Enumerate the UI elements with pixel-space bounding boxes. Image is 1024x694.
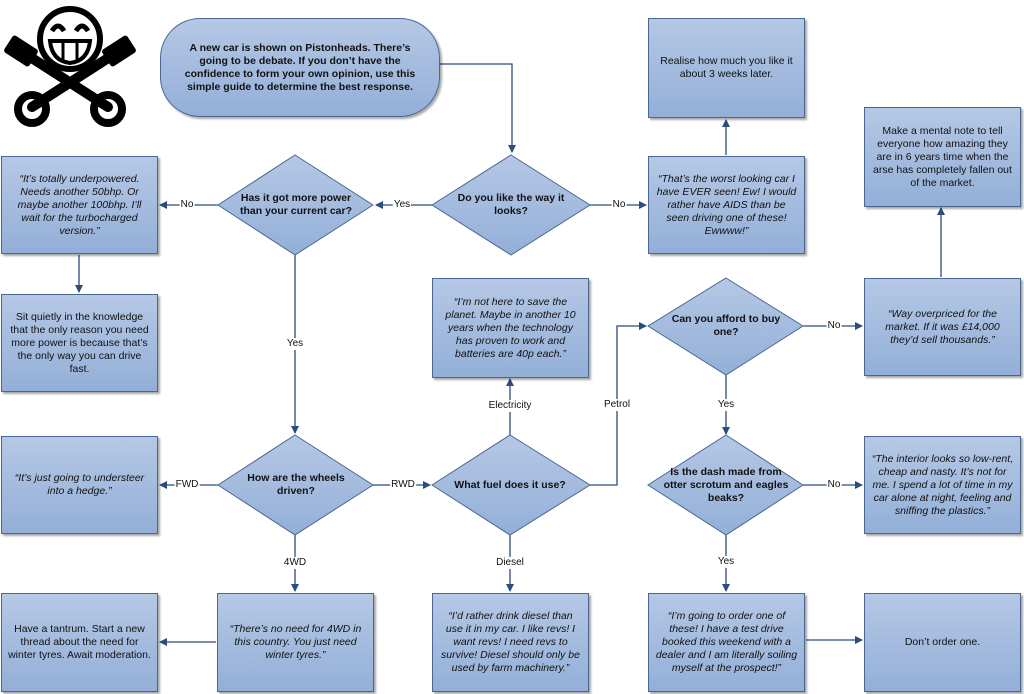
box-interior: “The interior looks so low-rent, cheap a… <box>864 436 1021 534</box>
box-underpowered-text: “It’s totally underpowered. Needs anothe… <box>17 172 142 237</box>
box-interior-text: “The interior looks so low-rent, cheap a… <box>871 452 1014 517</box>
label-looks-no: No <box>611 199 627 211</box>
arrow-start-to-looks <box>440 63 516 153</box>
box-underpowered: “It’s totally underpowered. Needs anothe… <box>1 156 158 254</box>
box-mental-note: Make a mental note to tell everyone how … <box>864 107 1021 207</box>
label-afford-no: No <box>826 320 842 332</box>
box-realise-text: Realise how much you like it about 3 wee… <box>660 55 793 80</box>
box-tantrum-text: Have a tantrum. Start a new thread about… <box>8 623 151 661</box>
box-understeer-text: “It’s just going to understeer into a he… <box>14 472 145 497</box>
box-no-4wd: “There’s no need for 4WD in this country… <box>217 593 374 692</box>
start-terminator: A new car is shown on Pistonheads. There… <box>160 18 440 117</box>
decision-dash-text: Is the dash made from otter scrotum and … <box>663 465 789 504</box>
box-dont-order: Don’t order one. <box>864 593 1021 692</box>
label-afford-yes: Yes <box>716 399 736 411</box>
label-power-yes: Yes <box>285 338 305 350</box>
diamond-like-looks <box>431 154 591 256</box>
decision-wheels-text: How are the wheels driven? <box>247 472 345 497</box>
diamond-afford <box>647 277 804 376</box>
label-dash-no: No <box>826 479 842 491</box>
diamond-wheels <box>217 434 374 536</box>
box-test-drive: “I’m going to order one of these! I have… <box>648 593 805 692</box>
decision-more-power-text: Has it got more power than your current … <box>239 192 353 217</box>
label-electricity: Electricity <box>487 400 533 412</box>
decision-like-looks-text: Do you like the way it looks? <box>457 192 565 217</box>
box-dont-order-text: Don’t order one. <box>904 636 981 648</box>
box-mental-note-text: Make a mental note to tell everyone how … <box>873 124 1012 189</box>
diamond-fuel <box>431 434 591 536</box>
diamond-more-power <box>217 154 374 256</box>
box-sit-quietly-text: Sit quietly in the knowledge that the on… <box>10 310 149 375</box>
grinning-smiley-crossed-pistons-icon <box>4 6 136 127</box>
label-diesel: Diesel <box>495 557 525 569</box>
label-rwd: RWD <box>390 479 416 491</box>
box-overpriced: “Way overpriced for the market. If it wa… <box>864 278 1021 376</box>
box-worst-looking-text: “That’s the worst looking car I have EVE… <box>656 172 797 237</box>
decision-afford-text: Can you afford to buy one? <box>671 313 781 338</box>
box-diesel: “I’d rather drink diesel than use it in … <box>432 593 589 692</box>
label-petrol: Petrol <box>602 399 632 411</box>
box-tantrum: Have a tantrum. Start a new thread about… <box>1 593 158 692</box>
box-overpriced-text: “Way overpriced for the market. If it wa… <box>885 307 1000 346</box>
label-dash-yes: Yes <box>716 556 736 568</box>
start-text: A new car is shown on Pistonheads. There… <box>184 41 416 93</box>
box-test-drive-text: “I’m going to order one of these! I have… <box>655 610 798 674</box>
box-no-4wd-text: “There’s no need for 4WD in this country… <box>229 623 362 661</box>
box-diesel-text: “I’d rather drink diesel than use it in … <box>441 610 580 674</box>
decision-fuel-text: What fuel does it use? <box>454 478 566 491</box>
box-understeer: “It’s just going to understeer into a he… <box>1 436 158 534</box>
label-looks-yes: Yes <box>392 199 412 211</box>
box-worst-looking: “That’s the worst looking car I have EVE… <box>648 156 805 254</box>
diamond-dash <box>647 434 804 536</box>
box-sit-quietly: Sit quietly in the knowledge that the on… <box>1 294 158 392</box>
label-power-no: No <box>179 199 195 211</box>
label-4wd: 4WD <box>282 557 308 569</box>
box-realise: Realise how much you like it about 3 wee… <box>648 18 805 118</box>
box-save-planet-text: “I’m not here to save the planet. Maybe … <box>445 295 576 360</box>
label-fwd: FWD <box>174 479 200 491</box>
box-save-planet: “I’m not here to save the planet. Maybe … <box>432 278 589 378</box>
